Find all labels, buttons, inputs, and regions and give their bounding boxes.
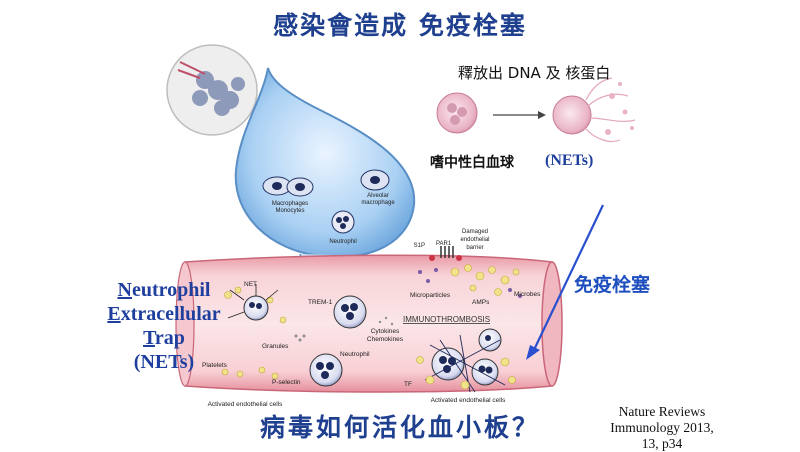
release-text: 釋放出 DNA 及 核蛋白	[458, 64, 611, 82]
label-monocytes: Monocytes	[275, 208, 304, 214]
label-chemokines: Chemokines	[367, 336, 404, 343]
label-damaged: Damaged	[462, 229, 488, 235]
label-par1: PAR1	[436, 241, 452, 247]
nets-side-label: Neutrophil Extracellular Trap (NETs)	[104, 278, 224, 374]
citation-line-3: 13, p34	[641, 436, 683, 451]
citation-line-2: Immunology 2013,	[610, 420, 714, 435]
side-initial-t: T	[143, 327, 155, 349]
label-alveolar: Alveolar	[367, 193, 389, 199]
nets-label-right: (NETs)	[545, 152, 594, 169]
label-granules: Granules	[262, 343, 289, 350]
label-endothelial: endothelial	[460, 237, 489, 243]
label-trem1: TREM-1	[308, 299, 333, 306]
bottom-question: 病毒如何活化血小板？	[259, 413, 540, 442]
label-net: NET	[244, 281, 257, 288]
side-rest-3: rap	[154, 327, 185, 349]
side-initial-e: E	[107, 303, 121, 325]
page-title: 感染會造成 免疫栓塞	[273, 11, 527, 40]
citation-line-1: Nature Reviews	[618, 404, 706, 419]
label-amps: AMPs	[472, 299, 490, 306]
label-immunothrombosis: IMMUNOTHROMBOSIS	[403, 315, 490, 324]
label-neutrophil-vessel: Neutrophil	[340, 351, 370, 358]
blood-vessel: S1P PAR1 Damaged endothelial barrier Mic…	[175, 229, 563, 408]
neutrophil-label-zh: 嗜中性白血球	[430, 155, 514, 171]
alveolus: Macrophages Monocytes Alveolar macrophag…	[234, 67, 416, 269]
label-alveolus-neutrophil: Neutrophil	[329, 239, 356, 245]
label-microparticles: Microparticles	[410, 292, 451, 299]
side-nets: (NETs)	[133, 351, 195, 373]
lung-inset	[166, 44, 258, 136]
label-cytokines: Cytokines	[371, 328, 400, 335]
side-rest-1: eutrophil	[131, 279, 211, 301]
label-microbes: Microbes	[514, 291, 541, 298]
net-release	[436, 77, 636, 143]
immune-embolism-arrow	[526, 204, 604, 360]
citation: Nature Reviews Immunology 2013, 13, p34	[582, 404, 742, 452]
side-initial-n: N	[117, 279, 132, 301]
label-activated-right: Activated endothelial cells	[431, 397, 507, 404]
label-s1p: S1P	[414, 243, 425, 249]
side-rest-2: xtracellular	[120, 303, 221, 325]
label-macrophages: Macrophages	[272, 201, 308, 207]
immune-embolism-label: 免疫栓塞	[574, 274, 651, 296]
label-platelets: Platelets	[202, 362, 228, 369]
label-macrophage: macrophage	[361, 200, 395, 206]
label-tf: TF	[404, 381, 412, 388]
label-barrier: barrier	[466, 245, 483, 251]
label-p-selectin: P-selectin	[272, 379, 301, 386]
label-activated-left: Activated endothelial cells	[208, 401, 284, 408]
